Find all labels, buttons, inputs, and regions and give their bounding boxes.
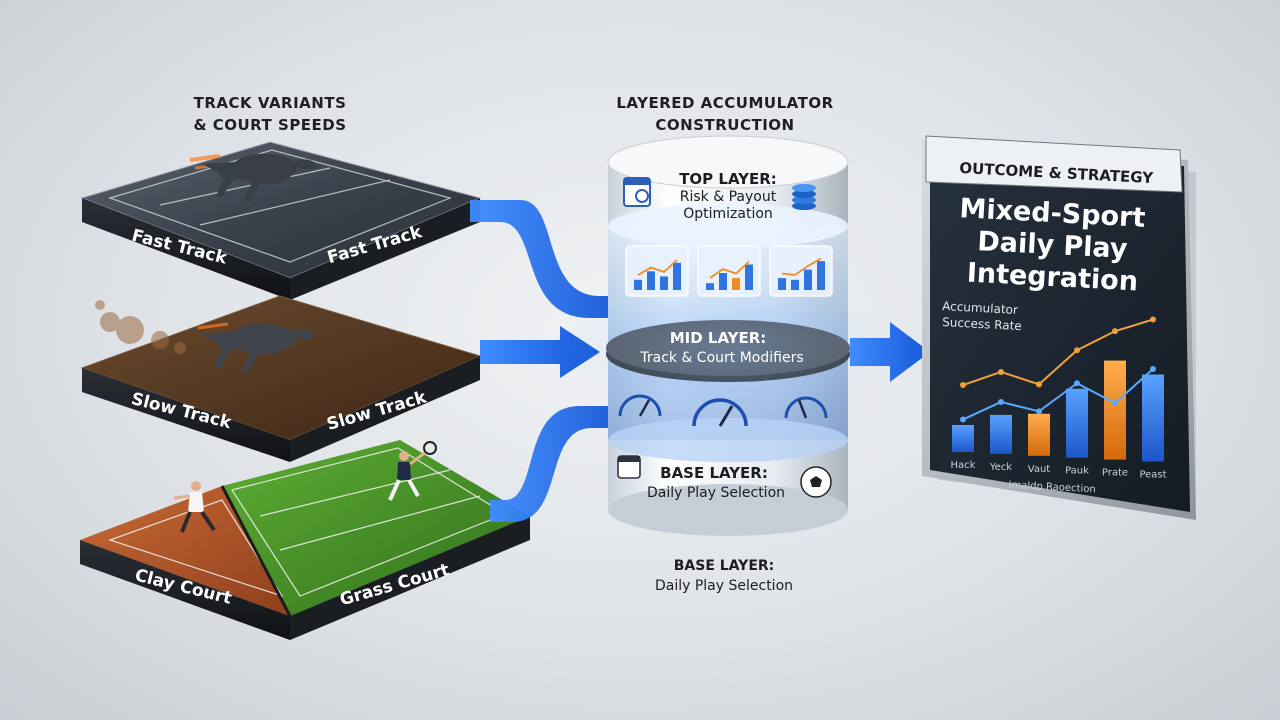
top-layer-title: TOP LAYER: bbox=[679, 170, 777, 188]
chart-bar bbox=[1066, 388, 1088, 458]
chart-point bbox=[1150, 316, 1156, 323]
center-heading-line2: CONSTRUCTION bbox=[655, 116, 795, 134]
chart-bar bbox=[952, 425, 974, 452]
base-layer-title: BASE LAYER: bbox=[660, 464, 768, 482]
chart-point bbox=[960, 382, 966, 389]
mini-bar bbox=[817, 261, 825, 290]
left-heading: TRACK VARIANTS & COURT SPEEDS bbox=[180, 92, 360, 136]
mini-bar bbox=[804, 269, 812, 290]
mini-bar bbox=[647, 271, 655, 290]
chart-x-label: Pauk bbox=[1065, 466, 1089, 477]
gauge-icon bbox=[618, 394, 662, 417]
chart-bar bbox=[1142, 374, 1164, 462]
base-layer-line1: Daily Play Selection bbox=[647, 485, 785, 501]
mini-bar bbox=[719, 273, 727, 290]
chart-point bbox=[960, 416, 966, 423]
calendar-icon bbox=[623, 177, 651, 207]
mini-chart-card bbox=[769, 245, 833, 297]
cylinder-caption-line1: Daily Play Selection bbox=[655, 578, 793, 594]
mini-bar bbox=[673, 262, 681, 290]
chart-bar bbox=[1028, 413, 1050, 456]
chart-point bbox=[1074, 380, 1080, 387]
cylinder-caption-title: BASE LAYER: bbox=[674, 558, 775, 574]
chart-line-orange bbox=[962, 318, 1154, 386]
mini-bar bbox=[745, 264, 753, 290]
mini-chart-card bbox=[697, 245, 761, 297]
success-rate-chart: Hack Yeck Vaut Pauk Prate Peast bbox=[951, 316, 1167, 481]
chart-point bbox=[998, 368, 1004, 375]
mid-layer-title: MID LAYER: bbox=[670, 329, 767, 347]
mini-trend-line bbox=[709, 260, 750, 279]
left-heading-line1: TRACK VARIANTS bbox=[193, 94, 347, 112]
tennis-player-icon bbox=[388, 441, 437, 501]
chart-title-line2: Success Rate bbox=[942, 315, 1022, 333]
chart-bar bbox=[990, 414, 1012, 454]
center-heading: LAYERED ACCUMULATOR CONSTRUCTION bbox=[600, 92, 850, 136]
calendar-icon bbox=[617, 455, 641, 479]
chart-x-label: Yeck bbox=[989, 462, 1012, 473]
chart-bar bbox=[1104, 360, 1126, 460]
top-layer-line1: Risk & Payout bbox=[680, 189, 777, 205]
chart-point bbox=[1150, 366, 1156, 373]
coins-icon bbox=[792, 184, 816, 210]
soccer-ball-icon bbox=[800, 466, 832, 498]
accumulator-cylinder: TOP LAYER: Risk & Payout Optimization MI… bbox=[558, 135, 898, 536]
gauge-icon bbox=[692, 398, 748, 427]
mini-bar bbox=[732, 278, 740, 290]
mini-bar bbox=[791, 279, 799, 290]
mini-trend-line bbox=[637, 259, 678, 276]
greyhound-icon bbox=[189, 153, 318, 202]
greyhound-icon bbox=[197, 322, 316, 372]
chart-point bbox=[1036, 381, 1042, 388]
chart-point bbox=[1036, 408, 1042, 415]
center-heading-line1: LAYERED ACCUMULATOR bbox=[616, 94, 834, 112]
left-heading-line2: & COURT SPEEDS bbox=[193, 116, 347, 134]
mini-trend-line bbox=[781, 257, 822, 276]
top-layer-line2: Optimization bbox=[683, 206, 773, 222]
mini-bar bbox=[778, 278, 786, 290]
chart-x-label: Vaut bbox=[1028, 464, 1051, 475]
mini-bar bbox=[706, 283, 714, 290]
platform-fast-track: Fast Track Fast Track bbox=[80, 141, 482, 300]
chart-x-label: Prate bbox=[1102, 468, 1128, 479]
platform-courts: Clay Court Grass Court bbox=[80, 440, 530, 640]
chart-line-blue bbox=[962, 368, 1154, 421]
chart-x-label: Peast bbox=[1139, 470, 1166, 481]
chart-point bbox=[998, 398, 1004, 405]
outcome-panel: OUTCOME & STRATEGY Mixed-Sport Daily Pla… bbox=[922, 135, 1196, 520]
chart-point bbox=[1112, 328, 1118, 335]
mini-bar bbox=[660, 276, 668, 290]
chart-x-label: Hack bbox=[951, 460, 976, 471]
chart-point bbox=[1112, 400, 1118, 407]
platform-slow-track: Slow Track Slow Track bbox=[80, 295, 482, 462]
chart-x-sublabel: Imaldp.Raoection bbox=[1008, 480, 1096, 496]
mini-bar bbox=[634, 279, 642, 290]
mini-chart-card bbox=[625, 245, 689, 297]
chart-title-line1: Accumulator bbox=[942, 299, 1018, 317]
chart-point bbox=[1074, 347, 1080, 354]
mini-chart-cards bbox=[625, 245, 833, 297]
tennis-player-icon bbox=[173, 481, 216, 533]
mid-layer-line1: Track & Court Modifiers bbox=[639, 350, 803, 366]
gauge-icon bbox=[784, 396, 828, 419]
arrows-to-panel bbox=[850, 322, 930, 382]
